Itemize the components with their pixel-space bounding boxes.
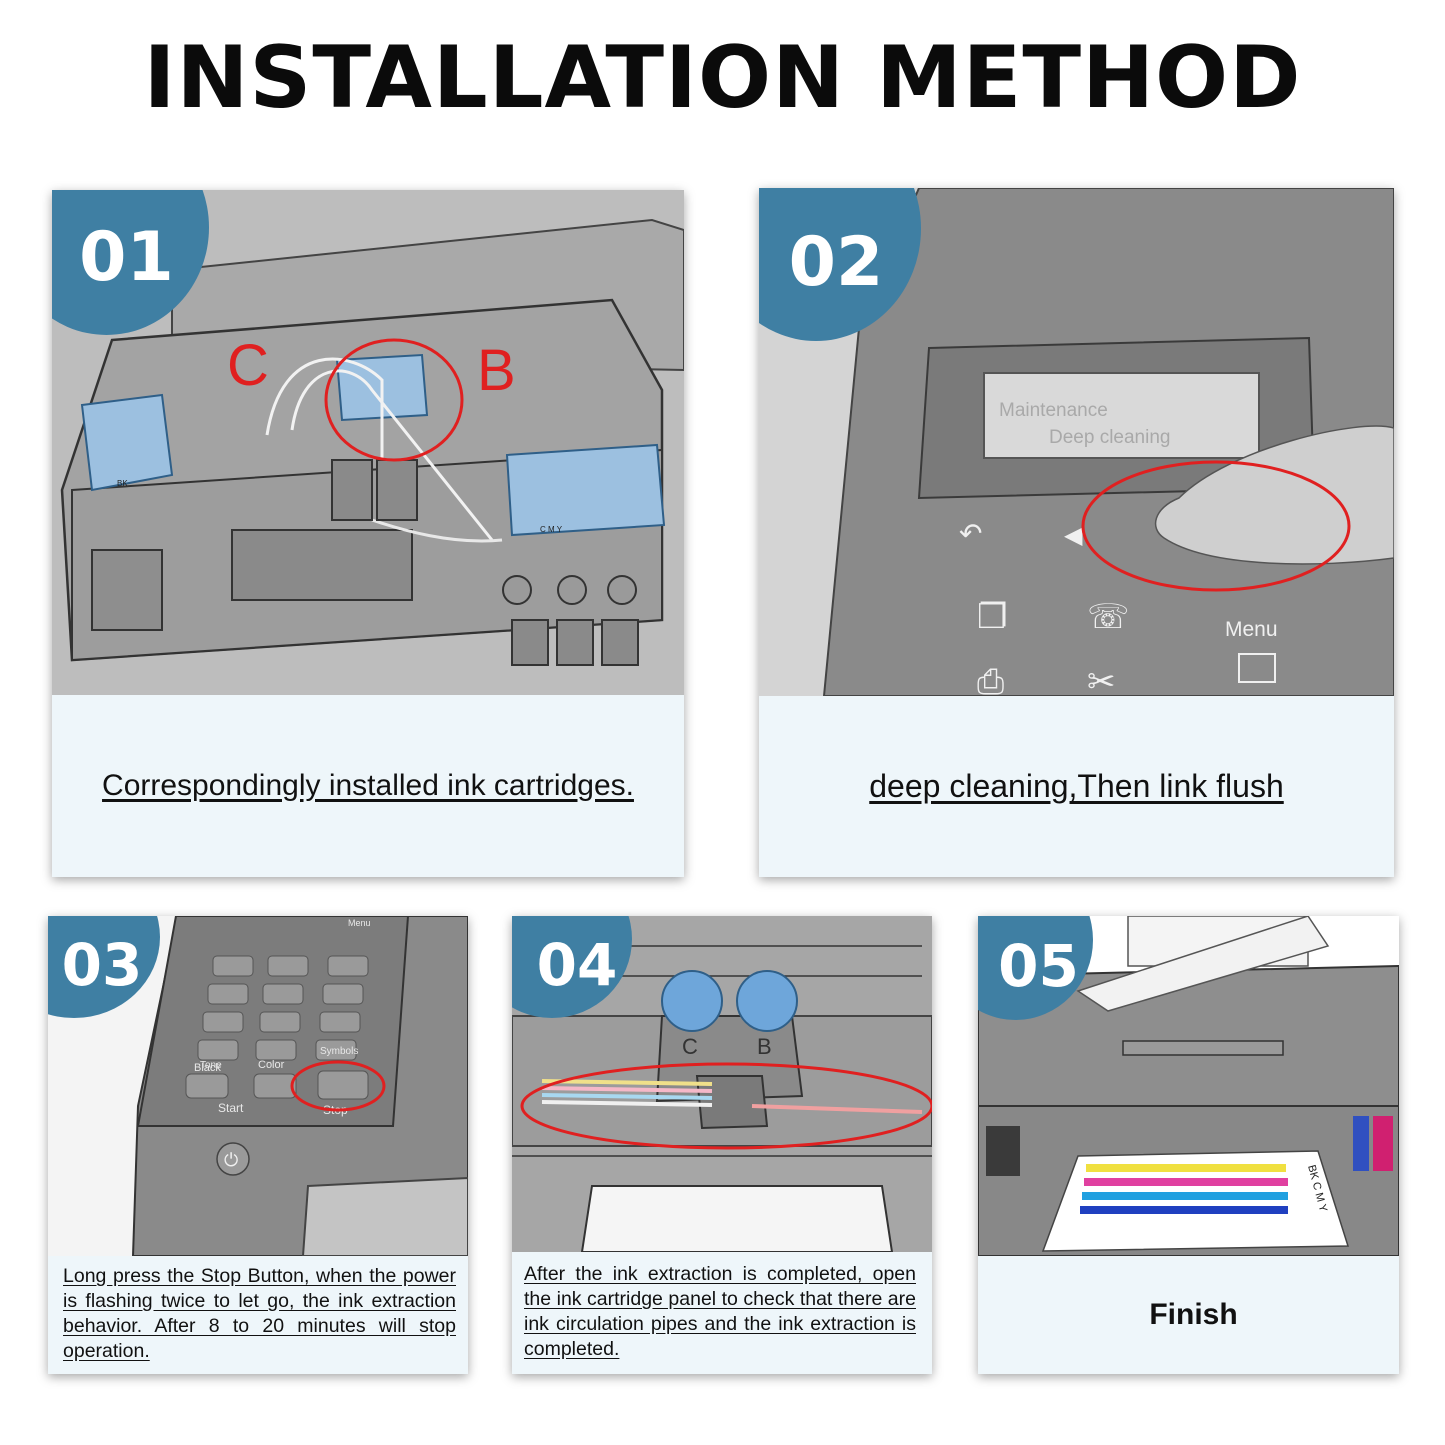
step-caption-text: Finish	[1149, 1298, 1238, 1331]
step-03-caption: Long press the Stop Button, when the pow…	[48, 1264, 468, 1364]
step-caption-text: Correspondingly installed ink cartridges…	[102, 769, 634, 802]
step-number: 05	[998, 932, 1079, 1000]
label-cmy: C M Y	[540, 525, 563, 534]
step-05-illustration: BK C M Y	[978, 916, 1399, 1256]
step-caption-text: Long press the Stop Button, when the pow…	[63, 1265, 456, 1362]
label-bk: BK	[117, 479, 128, 488]
svg-text:❐: ❐	[977, 597, 1007, 637]
key-tone: Tone	[200, 1060, 222, 1071]
key-black: Black	[194, 1062, 221, 1074]
step-03-illustration: Tone Black Color Symbols Start Stop Menu…	[48, 916, 468, 1256]
svg-text:✂: ✂	[1087, 662, 1116, 696]
key-color: Color	[258, 1059, 285, 1071]
step-04-caption: After the ink extraction is completed, o…	[512, 1262, 932, 1362]
svg-text:◀: ◀	[1064, 521, 1083, 549]
menu-label: Menu	[1225, 618, 1278, 641]
step-01-caption: Correspondingly installed ink cartridges…	[52, 695, 684, 877]
step-caption-text: deep cleaning,Then link flush	[869, 768, 1284, 804]
svg-text:⎙: ⎙	[977, 662, 1004, 696]
label-b: B	[757, 1034, 772, 1059]
step-01-illustration: C B BK C M Y	[52, 190, 684, 695]
svg-text:↶: ↶	[959, 517, 982, 550]
key-menu: Menu	[348, 918, 371, 928]
step-number: 01	[79, 218, 174, 297]
label-c: C	[682, 1034, 698, 1059]
step-05-caption: Finish	[978, 1256, 1399, 1374]
step-card-01: C B BK C M Y 01 Correspondingly installe…	[52, 190, 684, 877]
step-card-03: Tone Black Color Symbols Start Stop Menu…	[48, 916, 468, 1374]
svg-text:☏: ☏	[1087, 597, 1130, 637]
step-number-badge: 01	[52, 190, 209, 335]
key-symbols: Symbols	[320, 1046, 358, 1057]
step-02-caption: deep cleaning,Then link flush	[759, 696, 1394, 877]
screen-line2: Deep cleaning	[1049, 427, 1170, 448]
label-b: B	[477, 338, 516, 403]
step-number: 04	[536, 931, 618, 999]
screen-line1: Maintenance	[999, 400, 1108, 421]
step-card-02: Maintenance Deep cleaning ↶ ◀ ❐ ☏ ⎙ ✂ Me…	[759, 188, 1394, 877]
key-start: Start	[218, 1101, 244, 1115]
label-c: C	[227, 333, 269, 398]
step-number: 02	[788, 223, 884, 302]
step-number: 03	[61, 931, 143, 999]
step-card-04: C B 04 After the ink extraction is compl…	[512, 916, 932, 1374]
step-caption-text: After the ink extraction is completed, o…	[524, 1263, 916, 1360]
svg-text:⏻: ⏻	[224, 1150, 238, 1171]
step-02-illustration: Maintenance Deep cleaning ↶ ◀ ❐ ☏ ⎙ ✂ Me…	[759, 188, 1394, 696]
page-title: INSTALLATION METHOD	[143, 28, 1302, 128]
step-card-05: BK C M Y 05 Finish	[978, 916, 1399, 1374]
